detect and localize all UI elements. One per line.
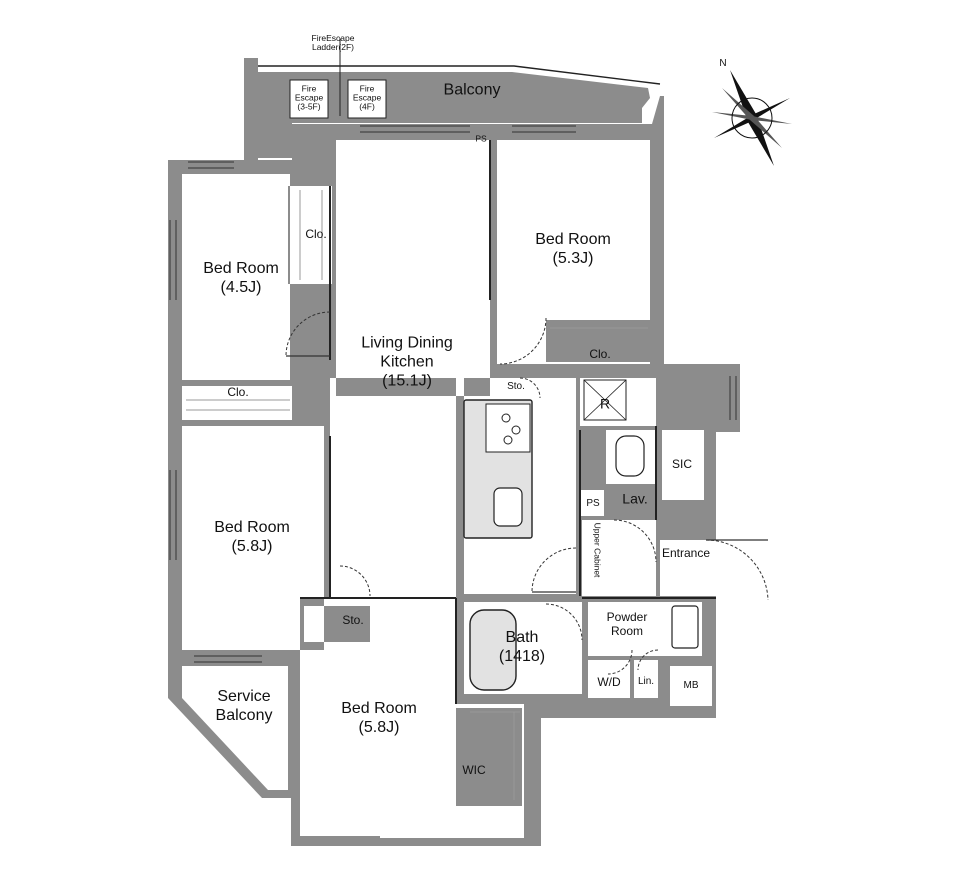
balcony-label: Balcony bbox=[443, 81, 501, 99]
bath-label: Bath (1418) bbox=[499, 629, 545, 667]
burner-1 bbox=[501, 413, 511, 423]
fire-escape-a-label: Fire Escape (3-5F) bbox=[294, 83, 324, 112]
meter-box-label: MB bbox=[683, 679, 699, 691]
balcony-rail bbox=[258, 65, 661, 85]
bedroom-nw-label: Bed Room (4.5J) bbox=[203, 260, 279, 298]
door-swings bbox=[285, 311, 769, 675]
bath-size: (1418) bbox=[498, 648, 546, 665]
wash-basin bbox=[671, 605, 699, 649]
fire-escape-b-line-1: Fire bbox=[359, 83, 375, 94]
fire-escape-ladder-line-2: Ladder(2F) bbox=[311, 42, 355, 52]
compass-icon bbox=[712, 70, 792, 166]
windows bbox=[169, 125, 737, 663]
fire-escape-b-line-2: Escape bbox=[352, 92, 382, 103]
fire-escape-a-line-2: Escape bbox=[294, 92, 324, 103]
bedroom-nw-size: (4.5J) bbox=[220, 279, 262, 296]
entrance-label: Entrance bbox=[661, 545, 711, 560]
service-balcony-label: Service Balcony bbox=[216, 688, 273, 726]
lavatory-label: Lav. bbox=[622, 490, 648, 507]
toilet bbox=[615, 435, 645, 477]
burner-3 bbox=[503, 435, 513, 445]
service-balcony-line-2: Balcony bbox=[215, 707, 273, 724]
upper-cabinet-label: Upper Cabinet bbox=[592, 522, 603, 578]
bedroom-ne-name: Bed Room bbox=[535, 231, 611, 249]
bedroom-s-label: Bed Room (5.8J) bbox=[341, 700, 417, 738]
ldk-label: Living Dining Kitchen (15.1J) bbox=[361, 335, 453, 392]
fire-escape-ladder-label: FireEscape Ladder(2F) bbox=[312, 34, 355, 52]
burner-2 bbox=[511, 425, 521, 435]
bedroom-s-name: Bed Room bbox=[341, 700, 417, 718]
pipe-shaft-top-label: PS bbox=[475, 133, 487, 144]
fire-escape-a-line-1: Fire bbox=[301, 83, 317, 94]
powder-room-label: Powder Room bbox=[607, 610, 648, 638]
powder-room-line-2: Room bbox=[610, 624, 643, 638]
closet-hatching bbox=[186, 190, 648, 800]
bedroom-s-size: (5.8J) bbox=[358, 719, 400, 736]
bedroom-ne-label: Bed Room (5.3J) bbox=[535, 231, 611, 269]
walk-in-closet-label: WIC bbox=[462, 762, 486, 777]
closet-nw-label: Clo. bbox=[305, 226, 327, 241]
ldk-name-1: Living Dining bbox=[361, 334, 453, 352]
cooktop bbox=[485, 403, 531, 453]
powder-room-line-1: Powder bbox=[606, 609, 648, 624]
exterior-wall bbox=[168, 58, 740, 846]
fire-escape-hatch-b bbox=[347, 79, 387, 119]
fire-escape-hatch-a bbox=[289, 79, 329, 119]
ldk-size: (15.1J) bbox=[382, 372, 432, 390]
refrigerator-label: R bbox=[599, 395, 611, 412]
interior-walls bbox=[300, 140, 716, 704]
bedroom-ne-size: (5.3J) bbox=[552, 250, 594, 267]
storage-kitchen-label: Sto. bbox=[507, 380, 525, 392]
storage-south-label: Sto. bbox=[342, 612, 364, 627]
linen-closet-label: Lin. bbox=[637, 675, 655, 687]
bedroom-nw-name: Bed Room bbox=[203, 260, 279, 278]
pipe-shaft-mid-label: PS bbox=[586, 497, 600, 509]
bedroom-w-label: Bed Room (5.8J) bbox=[214, 519, 290, 557]
fire-escape-a-line-3: (3-5F) bbox=[297, 101, 321, 112]
fire-escape-ladder-line-1: FireEscape bbox=[311, 33, 355, 44]
bedroom-w-size: (5.8J) bbox=[231, 538, 273, 555]
fire-escape-b-line-3: (4F) bbox=[359, 101, 375, 112]
shoe-closet-label: SIC bbox=[671, 456, 693, 471]
service-balcony-line-1: Service bbox=[217, 688, 271, 706]
washer-dryer-label: W/D bbox=[597, 674, 621, 689]
bedroom-w-name: Bed Room bbox=[214, 519, 290, 537]
ldk-name-2: Kitchen bbox=[380, 353, 434, 371]
compass-north-label: N bbox=[719, 57, 727, 69]
bathtub bbox=[469, 609, 517, 691]
door-leaves bbox=[286, 355, 768, 593]
fire-escape-b-label: Fire Escape (4F) bbox=[352, 83, 382, 112]
closet-ne-label: Clo. bbox=[589, 346, 611, 361]
bath-name: Bath bbox=[505, 629, 539, 647]
kitchen-sink bbox=[493, 487, 523, 527]
closet-w-label: Clo. bbox=[227, 384, 249, 399]
